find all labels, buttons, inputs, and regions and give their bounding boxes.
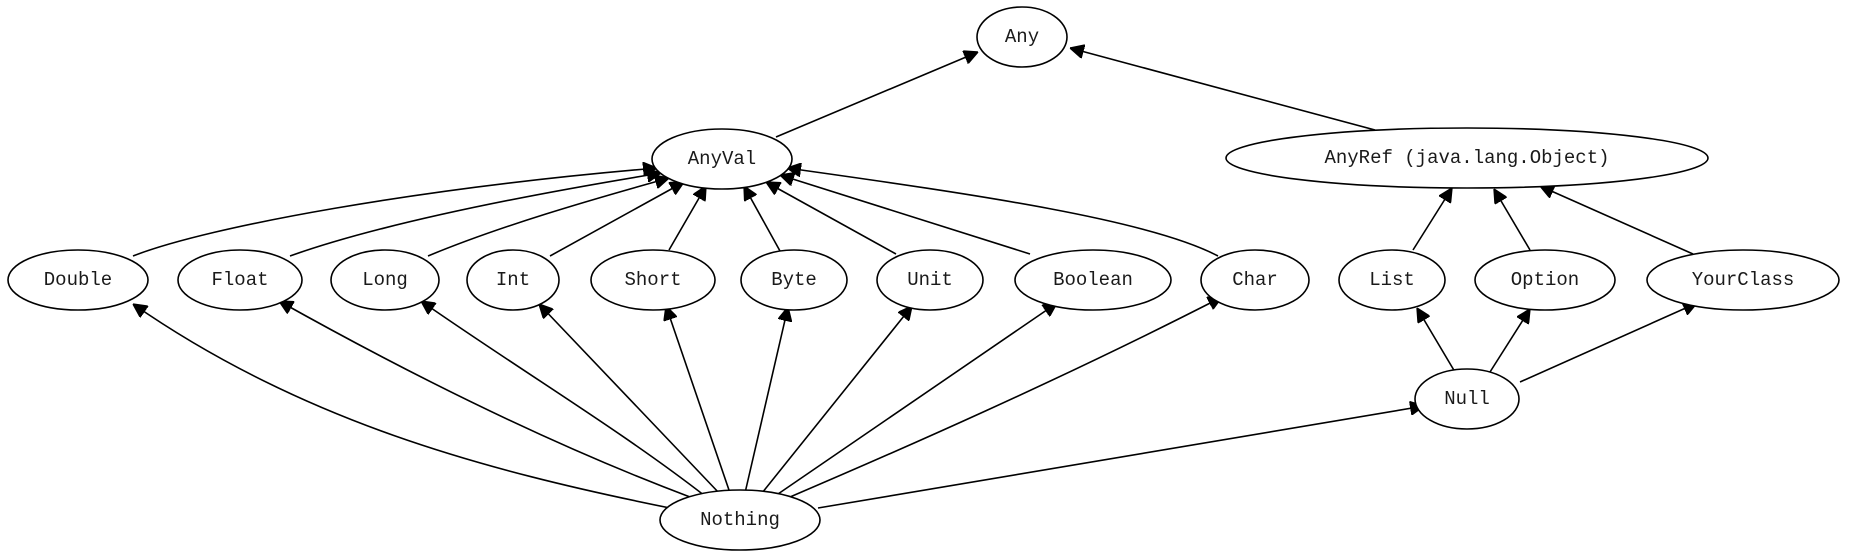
edge-nothing-to-int	[539, 304, 721, 495]
edge-char-to-anyval	[787, 168, 1219, 257]
edge-double-to-anyval	[132, 168, 657, 257]
edge-nothing-to-boolean	[777, 303, 1057, 495]
node-double: Double	[7, 249, 149, 311]
node-null-label: Null	[1444, 388, 1490, 410]
node-yourclass: YourClass	[1646, 249, 1840, 311]
edge-anyval-to-any	[775, 52, 978, 138]
node-null: Null	[1414, 368, 1520, 430]
node-byte: Byte	[740, 249, 848, 311]
edge-list-to-anyref	[1412, 188, 1452, 251]
node-float: Float	[177, 249, 303, 311]
node-int: Int	[466, 249, 560, 311]
edge-nothing-to-short	[666, 306, 731, 494]
edge-nothing-to-unit	[761, 306, 912, 494]
node-list: List	[1338, 249, 1446, 311]
node-option-label: Option	[1511, 269, 1579, 291]
node-char: Char	[1200, 249, 1310, 311]
node-char-label: Char	[1232, 269, 1278, 291]
node-boolean: Boolean	[1014, 249, 1172, 311]
edge-null-to-option	[1489, 309, 1530, 373]
edge-yourclass-to-anyref	[1540, 186, 1694, 255]
edge-long-to-anyval	[427, 178, 669, 257]
node-short-label: Short	[624, 269, 681, 291]
node-long-label: Long	[362, 269, 408, 291]
node-long: Long	[330, 249, 440, 311]
node-option: Option	[1474, 249, 1616, 311]
node-anyref: AnyRef (java.lang.Object)	[1225, 127, 1709, 189]
edge-byte-to-anyval	[744, 186, 781, 252]
edge-int-to-anyval	[549, 182, 684, 257]
node-list-label: List	[1369, 269, 1415, 291]
edge-nothing-to-null	[817, 406, 1424, 509]
edge-float-to-anyval	[289, 173, 661, 257]
edge-unit-to-anyval	[766, 182, 897, 255]
edges-layer	[132, 48, 1697, 510]
node-int-label: Int	[496, 269, 530, 291]
node-byte-label: Byte	[771, 269, 817, 291]
node-any-label: Any	[1005, 26, 1039, 48]
node-anyval-label: AnyVal	[688, 148, 756, 170]
node-float-label: Float	[211, 269, 268, 291]
node-yourclass-label: YourClass	[1692, 269, 1795, 291]
nodes-layer: Any AnyVal AnyRef (java.lang.Object) Dou…	[7, 6, 1840, 551]
edge-short-to-anyval	[668, 186, 706, 251]
edge-boolean-to-anyval	[780, 175, 1031, 255]
node-unit-label: Unit	[907, 269, 953, 291]
edge-null-to-yourclass	[1519, 303, 1697, 383]
node-short: Short	[590, 249, 716, 311]
edge-nothing-to-double	[133, 304, 676, 510]
node-boolean-label: Boolean	[1053, 269, 1133, 291]
node-anyval: AnyVal	[651, 128, 793, 190]
node-double-label: Double	[44, 269, 112, 291]
node-nothing-label: Nothing	[700, 509, 780, 531]
node-any: Any	[976, 6, 1068, 68]
node-nothing: Nothing	[659, 489, 821, 551]
edge-option-to-anyref	[1494, 189, 1531, 251]
edge-anyref-to-any	[1070, 48, 1376, 131]
edge-nothing-to-byte	[744, 307, 788, 494]
edge-nothing-to-char	[789, 297, 1222, 498]
node-anyref-label: AnyRef (java.lang.Object)	[1324, 147, 1609, 169]
edge-nothing-to-float	[279, 301, 691, 498]
edge-nothing-to-long	[421, 301, 706, 497]
edge-null-to-list	[1417, 308, 1456, 373]
node-unit: Unit	[876, 249, 984, 311]
